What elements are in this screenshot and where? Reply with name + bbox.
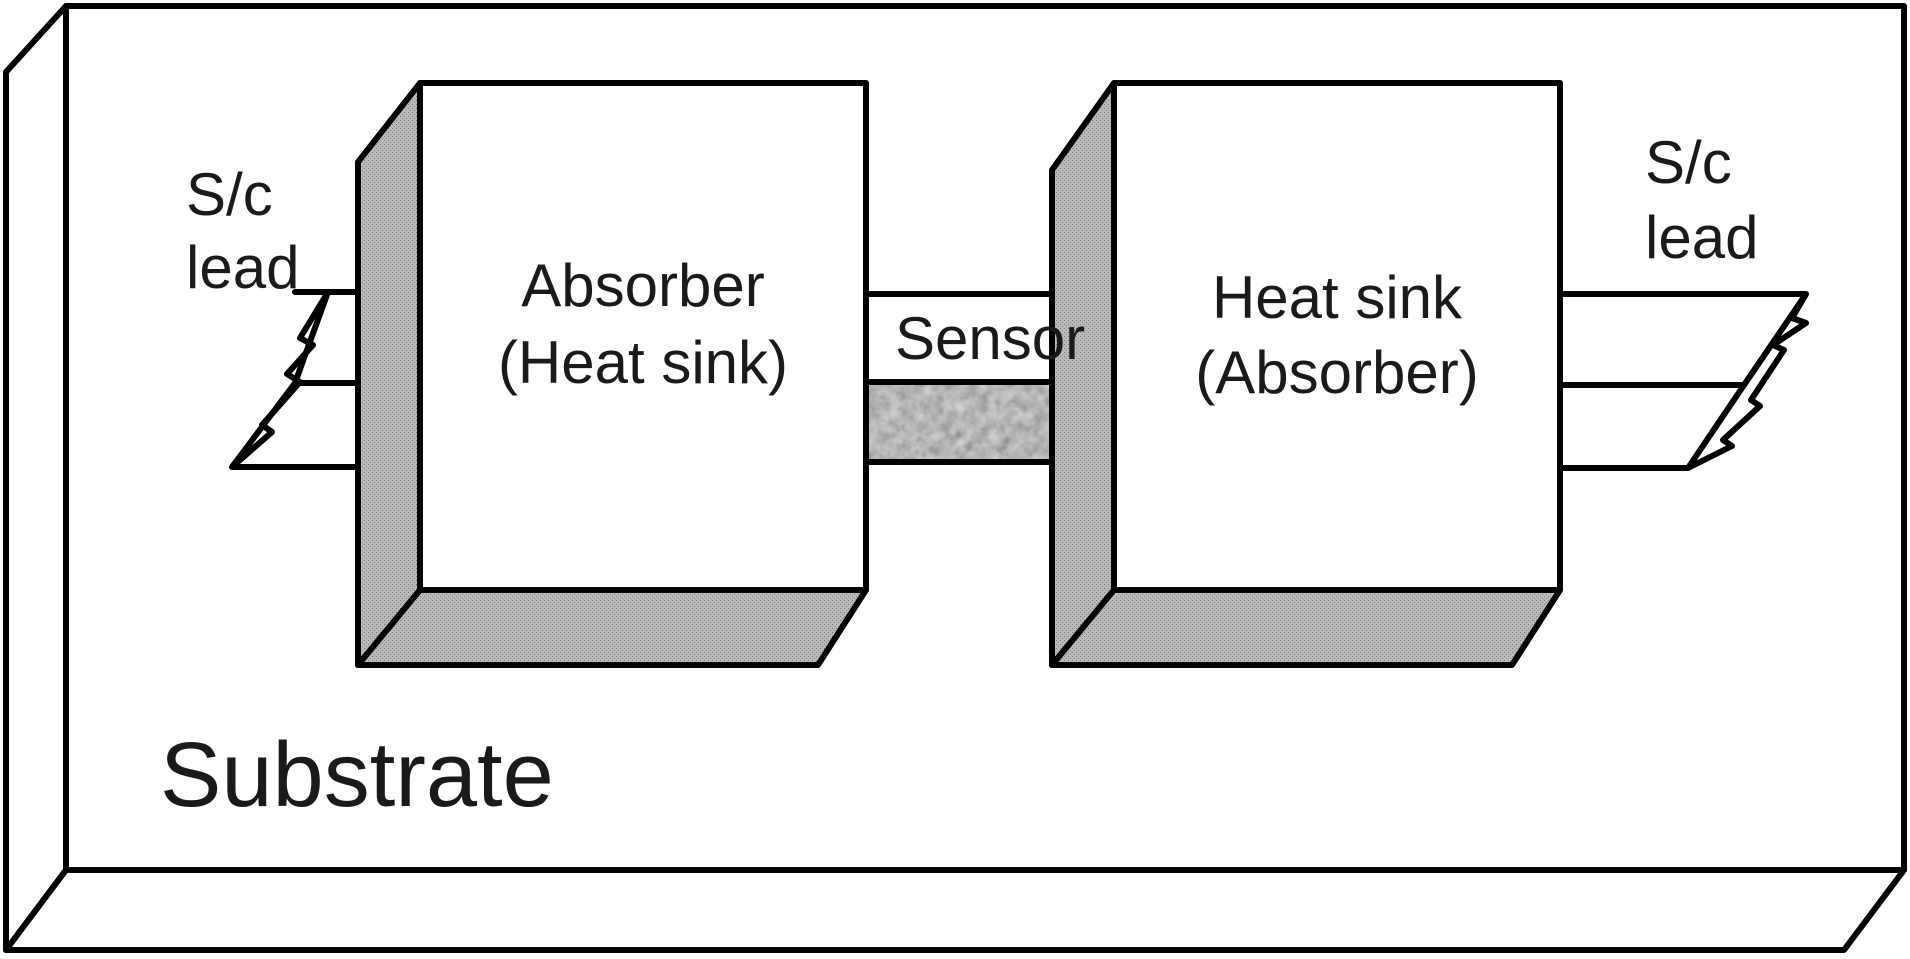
- left-lead-label-line1: S/c: [186, 161, 273, 228]
- substrate-label: Substrate: [160, 724, 554, 826]
- left-lead-label-line2: lead: [186, 234, 299, 301]
- substrate-bottom-edge: [3, 867, 1907, 953]
- absorber-label-line2: (Heat sink): [498, 329, 788, 396]
- heat-sink-front-face: [1111, 80, 1563, 593]
- left-lead-break-icon: [230, 290, 331, 470]
- right-lead-label-line1: S/c: [1645, 129, 1732, 196]
- heat-sink-label-line2: (Absorber): [1195, 339, 1478, 406]
- heat-sink-side-face: [1049, 80, 1117, 668]
- right-sc-lead: [1557, 291, 1809, 471]
- absorber-bottom-face: [355, 587, 869, 668]
- substrate-left-edge: [3, 3, 69, 953]
- heat-sink-label-line1: Heat sink: [1212, 264, 1463, 331]
- heat-sink-bottom-face: [1049, 587, 1563, 668]
- absorber-side-face: [355, 80, 423, 668]
- sensor-label: Sensor: [895, 305, 1085, 372]
- right-lead-label-line2: lead: [1645, 204, 1758, 271]
- absorber-label-line1: Absorber: [521, 252, 764, 319]
- right-lead-break-icon: [1686, 292, 1809, 471]
- heat-sink-block: [1049, 80, 1563, 668]
